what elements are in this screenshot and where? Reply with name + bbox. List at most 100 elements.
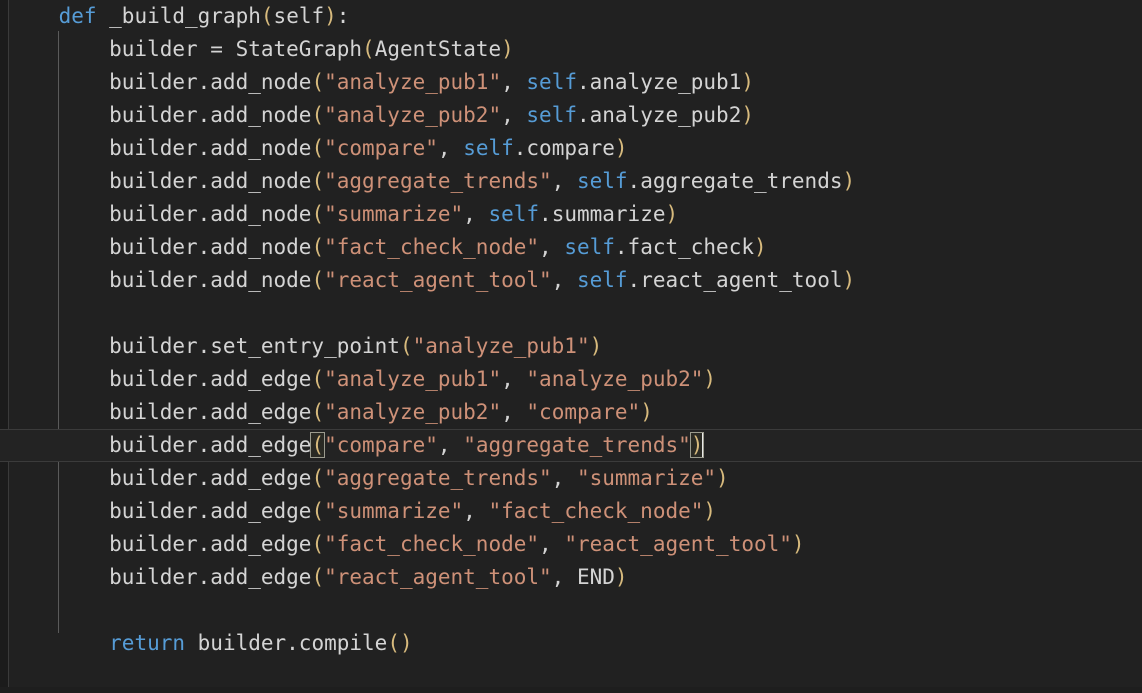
code-token: [8, 4, 59, 28]
code-token: (: [387, 631, 400, 655]
code-token: "analyze_pub1": [412, 334, 590, 358]
code-token: builder.compile: [185, 631, 388, 655]
code-token: ): [741, 103, 755, 127]
code-token: ,: [501, 103, 527, 127]
code-token: (: [311, 268, 325, 292]
code-token: ,: [463, 202, 489, 226]
code-token: ,: [551, 268, 577, 292]
code-token: ,: [539, 532, 565, 556]
code-token: "analyze_pub1": [324, 367, 502, 391]
editor-gutter: [0, 0, 8, 687]
code-line[interactable]: def _build_graph(self):: [0, 0, 1142, 33]
code-line[interactable]: return builder.compile(): [0, 627, 1142, 660]
code-token: (: [362, 37, 375, 61]
code-line[interactable]: builder.add_edge("analyze_pub2", "compar…: [0, 396, 1142, 429]
code-token: "react_agent_tool": [324, 268, 552, 292]
code-token: "fact_check_node": [488, 499, 704, 523]
code-token: ): [842, 268, 856, 292]
code-token: "react_agent_tool": [564, 532, 792, 556]
code-token: self: [463, 136, 514, 160]
code-token: ,: [539, 235, 565, 259]
code-line[interactable]: builder.add_node("react_agent_tool", sel…: [0, 264, 1142, 297]
code-token: ,: [463, 499, 489, 523]
code-line[interactable]: [0, 594, 1142, 627]
code-line[interactable]: builder.add_node("analyze_pub1", self.an…: [0, 66, 1142, 99]
code-token: "aggregate_trends": [324, 169, 552, 193]
code-line[interactable]: [0, 660, 1142, 693]
code-token: (: [311, 202, 325, 226]
code-token: [8, 631, 109, 655]
code-token: ): [665, 202, 679, 226]
indent-guide: [58, 31, 59, 633]
code-line[interactable]: builder.add_node("aggregate_trends", sel…: [0, 165, 1142, 198]
code-line[interactable]: [0, 297, 1142, 330]
code-token: (: [311, 532, 325, 556]
code-token: "compare": [526, 400, 641, 424]
text-caret: [702, 432, 705, 457]
code-token: (: [311, 367, 325, 391]
code-token: .summarize: [539, 202, 666, 226]
code-token: (: [311, 103, 325, 127]
code-token: builder.set_entry_point: [8, 334, 400, 358]
code-token: ): [501, 37, 514, 61]
code-token: ,: [437, 433, 464, 457]
code-token: .analyze_pub1: [576, 70, 742, 94]
code-token: builder.add_node: [8, 268, 312, 292]
code-token: (: [311, 136, 325, 160]
code-token: (: [260, 4, 274, 28]
code-token: "aggregate_trends": [463, 433, 691, 457]
code-token: .analyze_pub2: [576, 103, 742, 127]
code-line[interactable]: builder.add_node("compare", self.compare…: [0, 132, 1142, 165]
code-token: self: [488, 202, 540, 226]
code-token: "analyze_pub2": [324, 103, 502, 127]
code-token: builder.add_edge: [8, 565, 312, 589]
code-token: ): [842, 169, 856, 193]
code-token: .react_agent_tool: [627, 268, 843, 292]
code-token: ): [324, 4, 337, 28]
code-line[interactable]: builder.add_node("summarize", self.summa…: [0, 198, 1142, 231]
code-token: "react_agent_tool": [324, 565, 552, 589]
code-token: ,: [551, 466, 577, 490]
code-line[interactable]: builder.add_edge("analyze_pub1", "analyz…: [0, 363, 1142, 396]
code-token: ,: [501, 367, 527, 391]
code-token: builder.add_edge: [8, 400, 312, 424]
code-token: "summarize": [324, 499, 464, 523]
code-token: (: [311, 235, 325, 259]
code-token: ,: [501, 70, 527, 94]
gutter-separator: [8, 0, 9, 687]
code-token: ): [753, 235, 767, 259]
code-line[interactable]: builder.set_entry_point("analyze_pub1"): [0, 330, 1142, 363]
code-token: (: [311, 565, 325, 589]
code-line[interactable]: builder.add_edge("fact_check_node", "rea…: [0, 528, 1142, 561]
code-token: "summarize": [324, 202, 464, 226]
bracket-match: ): [689, 432, 705, 458]
code-token: .aggregate_trends: [627, 169, 843, 193]
code-line[interactable]: builder.add_node("fact_check_node", self…: [0, 231, 1142, 264]
code-token: "compare": [324, 433, 438, 457]
code-token: AgentState: [374, 37, 502, 61]
code-token: self: [526, 103, 577, 127]
code-token: (: [311, 169, 325, 193]
code-token: ): [791, 532, 805, 556]
code-token: builder.add_node: [8, 103, 312, 127]
code-line[interactable]: builder.add_edge("aggregate_trends", "su…: [0, 462, 1142, 495]
code-token: ): [614, 136, 628, 160]
code-token: self: [576, 169, 628, 193]
code-line[interactable]: builder.add_edge("summarize", "fact_chec…: [0, 495, 1142, 528]
code-token: StateGraph: [222, 37, 363, 61]
code-token: END: [576, 565, 615, 589]
code-token: builder.add_node: [8, 136, 312, 160]
code-token: builder.add_edge: [8, 367, 312, 391]
code-token: "compare": [324, 136, 438, 160]
code-line-current[interactable]: builder.add_edge("compare", "aggregate_t…: [0, 429, 1142, 462]
code-line[interactable]: builder.add_node("analyze_pub2", self.an…: [0, 99, 1142, 132]
code-line[interactable]: builder.add_edge("react_agent_tool", END…: [0, 561, 1142, 594]
code-line[interactable]: builder = StateGraph(AgentState): [0, 33, 1142, 66]
code-token: builder.add_node: [8, 235, 312, 259]
code-token: self: [273, 4, 325, 28]
code-token: ,: [501, 400, 527, 424]
code-token: "aggregate_trends": [324, 466, 552, 490]
code-token: :: [336, 4, 350, 28]
